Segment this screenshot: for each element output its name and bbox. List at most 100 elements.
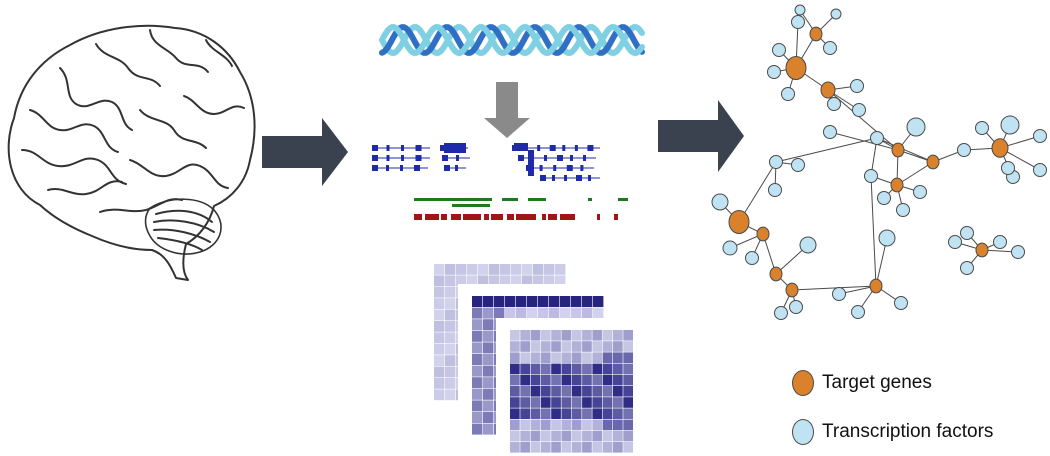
exon-block [539, 165, 543, 171]
heatmap-cell [472, 307, 483, 319]
transcription-factor-node [870, 131, 884, 145]
peak-track-red [451, 214, 461, 220]
heatmap-cell [520, 419, 530, 431]
heatmap-cell [520, 374, 530, 386]
exon-block [386, 155, 390, 161]
heatmap-cell [540, 442, 551, 453]
transcription-factor-node [711, 193, 729, 211]
heatmap-cell [472, 330, 483, 342]
heatmap-cell [540, 363, 551, 375]
heatmap-cell [530, 352, 541, 363]
heatmap-cell [530, 442, 541, 453]
heatmap-cell [592, 408, 603, 419]
heatmap-cell [520, 341, 530, 352]
heatmap-cell [520, 386, 530, 397]
heatmap-cell [549, 296, 560, 307]
target-gene-node [926, 154, 940, 170]
heatmap-cell [623, 408, 633, 419]
heatmap-cell [540, 397, 551, 408]
transcription-factor-node [830, 8, 842, 20]
heatmap-cell [551, 352, 561, 363]
heatmap-cell [613, 419, 623, 431]
exon-block [400, 165, 403, 171]
target-gene-node [785, 56, 807, 80]
peak-track-green [414, 198, 492, 201]
heatmap-cell [520, 352, 530, 363]
exon-block [401, 145, 404, 151]
heatmap-cell [445, 378, 456, 389]
transcription-factor-node [722, 240, 738, 256]
peak-track-green [588, 198, 592, 201]
heatmap-cell [494, 307, 505, 319]
heatmap-cell [472, 319, 483, 331]
target-gene-node [728, 210, 750, 234]
heatmap-cell [593, 296, 604, 307]
network-edge [876, 137, 934, 163]
right-arrow-icon [658, 100, 744, 172]
heatmap-cell [530, 397, 541, 408]
heatmap-cell [582, 430, 592, 442]
heatmap-cell [472, 388, 483, 400]
peak-track-red [463, 214, 481, 220]
heatmap-cell [582, 330, 592, 341]
heatmap-cell [571, 430, 582, 442]
heatmap-cell [434, 378, 445, 389]
heatmap-cell [571, 330, 582, 341]
heatmap-cell [483, 319, 494, 331]
legend-label-transcription-factors: Transcription factors [822, 421, 994, 442]
heatmap-cell [544, 275, 555, 287]
heatmap-cell [483, 354, 494, 365]
heatmap-cell [434, 343, 445, 355]
network-edges [719, 9, 1041, 314]
genome-browser-tracks [372, 143, 628, 220]
heatmap-cell [592, 442, 603, 453]
heatmap-cell [551, 419, 561, 431]
heatmap-cell [510, 442, 520, 453]
heatmap-cell [434, 366, 445, 378]
heatmap-cell [445, 321, 456, 332]
heatmap-cell [602, 352, 613, 363]
peak-track-green [528, 198, 546, 201]
heatmap-cell [582, 352, 592, 363]
transcription-factor-node [913, 185, 927, 199]
exon-block [552, 175, 555, 181]
heatmap-cell [483, 400, 494, 412]
heatmap-cell [472, 423, 483, 435]
exon-block [583, 155, 586, 161]
heatmap-cell [530, 430, 541, 442]
exon-block [570, 155, 573, 161]
heatmap-cell [533, 264, 544, 275]
heatmap-cell [544, 264, 555, 275]
exon-block [574, 145, 578, 151]
heatmap-cell [582, 397, 592, 408]
heatmap-cell [602, 330, 613, 341]
exon-block [386, 165, 389, 171]
target-gene-swatch [792, 370, 814, 396]
heatmap-cell [602, 430, 613, 442]
transcription-factor-node [1001, 161, 1015, 175]
transcription-factor-node [789, 300, 803, 314]
heatmap-cell [551, 386, 561, 397]
heatmap-cell [527, 296, 538, 307]
exon-block [455, 165, 458, 171]
heatmap-cell [592, 386, 603, 397]
transcription-factor-node [1033, 163, 1047, 177]
heatmap-cell [613, 374, 623, 386]
heatmap-cell [530, 330, 541, 341]
heatmap-cell [472, 377, 483, 389]
exon-block [440, 145, 446, 151]
heatmap-cell [522, 275, 533, 287]
exon-block [576, 175, 582, 181]
heatmap-cell [592, 419, 603, 431]
peak-track-red [414, 214, 422, 220]
exon-block [518, 155, 524, 161]
exon-block [566, 165, 573, 171]
heatmap-cell [613, 386, 623, 397]
heatmap-cell [472, 342, 483, 354]
heatmap-cell [561, 442, 572, 453]
heatmap-cell [520, 330, 530, 341]
transcription-factor-node [772, 43, 786, 57]
transcription-factor-swatch [792, 419, 814, 445]
heatmap-cell [592, 363, 603, 375]
transcription-factor-node [827, 97, 841, 111]
